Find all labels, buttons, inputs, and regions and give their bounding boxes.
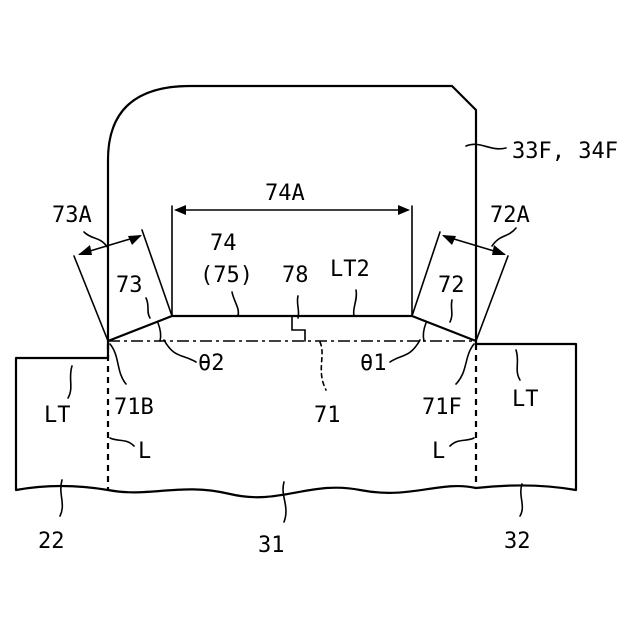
leader-78: [297, 296, 298, 318]
label-78: 78: [282, 263, 309, 288]
leader-l-left: [110, 438, 134, 446]
label-71b: 71B: [114, 395, 154, 420]
label-22: 22: [38, 529, 65, 554]
label-33f-34f: 33F, 34F: [512, 139, 618, 164]
center-body-31-bottom: [108, 486, 476, 497]
dim-73a-ext-inner: [142, 230, 172, 316]
leader-71: [320, 342, 326, 390]
leader-32: [520, 484, 522, 516]
dim-72a-arrow-a: [442, 235, 456, 245]
leader-33f: [466, 144, 506, 149]
leader-73a: [84, 232, 108, 248]
label-l-right: L: [432, 439, 445, 464]
label-74: 74: [210, 231, 237, 256]
leader-lt-left: [68, 366, 72, 398]
leader-theta2: [164, 340, 196, 362]
leader-74: [232, 292, 238, 316]
label-71: 71: [314, 403, 341, 428]
label-lt-left: LT: [44, 403, 71, 428]
leader-73: [146, 298, 150, 318]
label-32: 32: [504, 529, 531, 554]
leader-lt2: [354, 290, 357, 316]
leader-71b: [110, 344, 126, 384]
label-74a: 74A: [265, 181, 305, 206]
label-lt-right: LT: [512, 387, 539, 412]
angle-arc-theta2: [158, 323, 161, 341]
label-theta1: θ1: [360, 351, 387, 376]
right-body-32: [476, 342, 576, 490]
leader-72: [450, 300, 452, 322]
dim-72a-ext-outer: [476, 256, 508, 341]
dim-72a-arrow-b: [492, 245, 506, 255]
leader-72a: [492, 228, 516, 246]
leader-lt-right: [516, 350, 520, 380]
dim-73a-arrow-b: [128, 235, 142, 245]
upper-member-outline: [108, 86, 476, 342]
label-71f: 71F: [422, 395, 462, 420]
label-l-left: L: [138, 439, 151, 464]
label-theta2: θ2: [198, 351, 225, 376]
leader-71f: [456, 344, 474, 384]
label-73: 73: [116, 273, 143, 298]
dim-74a-arrow-right: [398, 205, 410, 215]
label-73a: 73A: [52, 203, 92, 228]
label-lt2: LT2: [330, 257, 370, 282]
dim-74a-arrow-left: [174, 205, 186, 215]
leader-31: [283, 482, 286, 522]
label-75: (75): [200, 263, 253, 288]
right-angle-mark-78: [292, 316, 305, 341]
leader-theta1: [390, 340, 420, 362]
leader-l-right: [450, 438, 474, 446]
dim-73a-arrow-a: [78, 245, 92, 255]
label-72: 72: [438, 273, 465, 298]
dim-73a-ext-outer: [74, 256, 108, 341]
dim-72a-ext-inner: [412, 232, 440, 316]
label-72a: 72A: [490, 203, 530, 228]
angle-arc-theta1: [423, 323, 426, 341]
label-31: 31: [258, 533, 285, 558]
